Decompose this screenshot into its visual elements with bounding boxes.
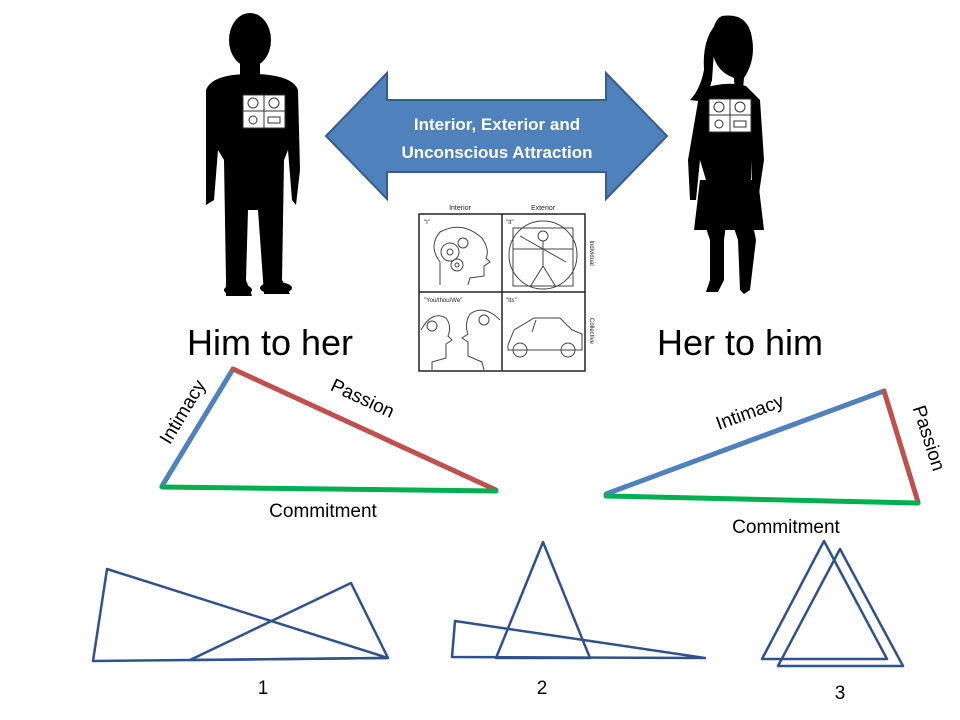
quadrant-label-i: "I" — [424, 220, 430, 226]
woman-held-quadrant-card — [708, 98, 752, 133]
right-passion-side — [881, 388, 921, 505]
car-illustration — [507, 317, 583, 358]
example-2-triangles — [450, 540, 707, 660]
right-passion-label: Passion — [908, 403, 949, 474]
man-silhouette — [206, 13, 300, 296]
arrow-label-line2: Unconscious Attraction — [401, 143, 592, 162]
quadrant-label-you-thou-we: "You/thou/We" — [424, 298, 462, 304]
example-3-triangles — [760, 539, 905, 668]
example-1-triangle-b — [188, 581, 390, 662]
example-2-label: 2 — [537, 678, 548, 699]
left-intimacy-label: Intimacy — [156, 376, 211, 448]
example-1-triangles — [91, 567, 390, 663]
vitruvian-man-illustration — [508, 220, 578, 290]
head-gears-illustration — [433, 226, 491, 286]
woman-silhouette — [688, 15, 764, 294]
right-intimacy-label: Intimacy — [713, 391, 787, 435]
left-passion-side — [230, 366, 499, 493]
left-commitment-side — [159, 484, 499, 494]
quadrant-header-interior: Interior — [449, 205, 471, 212]
him-to-her-triangle — [159, 366, 499, 494]
her-to-him-triangle — [603, 388, 921, 506]
example-1-triangle-a — [91, 567, 390, 663]
four-quadrant-diagram: Interior Exterior Individual Collective … — [418, 205, 594, 372]
right-commitment-side — [603, 493, 921, 506]
arrow-label-line1: Interior, Exterior and — [414, 115, 580, 134]
example-2-triangle-a — [494, 540, 592, 660]
quadrant-side-collective: Collective — [588, 318, 594, 345]
quadrant-side-individual: Individual — [588, 240, 594, 265]
left-intimacy-side — [159, 366, 236, 489]
her-to-him-heading: Her to him — [657, 322, 823, 363]
facing-heads-illustration — [420, 309, 501, 371]
example-2-triangle-b — [450, 619, 707, 660]
quadrant-header-exterior: Exterior — [531, 205, 556, 212]
quadrant-label-it: "It" — [506, 220, 514, 226]
example-3-label: 3 — [835, 683, 846, 704]
left-commitment-label: Commitment — [269, 501, 377, 522]
right-commitment-label: Commitment — [732, 517, 840, 538]
right-intimacy-side — [603, 388, 887, 497]
example-3-triangle-b — [776, 547, 905, 668]
man-held-quadrant-card — [242, 94, 286, 129]
quadrant-label-its: "Its" — [506, 298, 517, 304]
example-1-label: 1 — [258, 678, 269, 699]
example-3-triangle-a — [760, 539, 889, 661]
double-headed-arrow — [324, 70, 669, 202]
him-to-her-heading: Him to her — [187, 322, 353, 363]
